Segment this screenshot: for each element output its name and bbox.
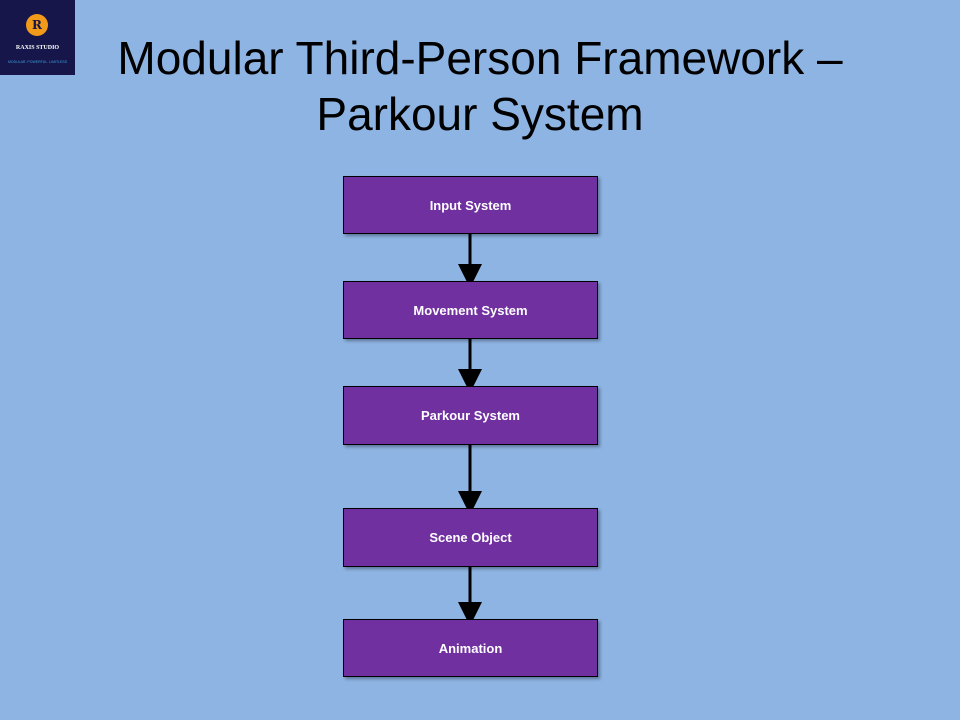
node-animation: Animation xyxy=(343,619,598,677)
node-input-system: Input System xyxy=(343,176,598,234)
node-parkour-system: Parkour System xyxy=(343,386,598,445)
logo-name: RAXIS STUDIO xyxy=(15,45,60,51)
title-line-2: Parkour System xyxy=(316,88,644,140)
logo-tagline: MODULAR. POWERFUL. LIMITLESS xyxy=(7,60,68,64)
studio-logo: R RAXIS STUDIO MODULAR. POWERFUL. LIMITL… xyxy=(0,0,75,75)
slide-title: Modular Third-Person Framework – Parkour… xyxy=(60,30,900,142)
node-movement-system: Movement System xyxy=(343,281,598,339)
node-scene-object: Scene Object xyxy=(343,508,598,567)
title-line-1: Modular Third-Person Framework – xyxy=(117,32,843,84)
logo-emblem-icon: R xyxy=(26,14,48,36)
